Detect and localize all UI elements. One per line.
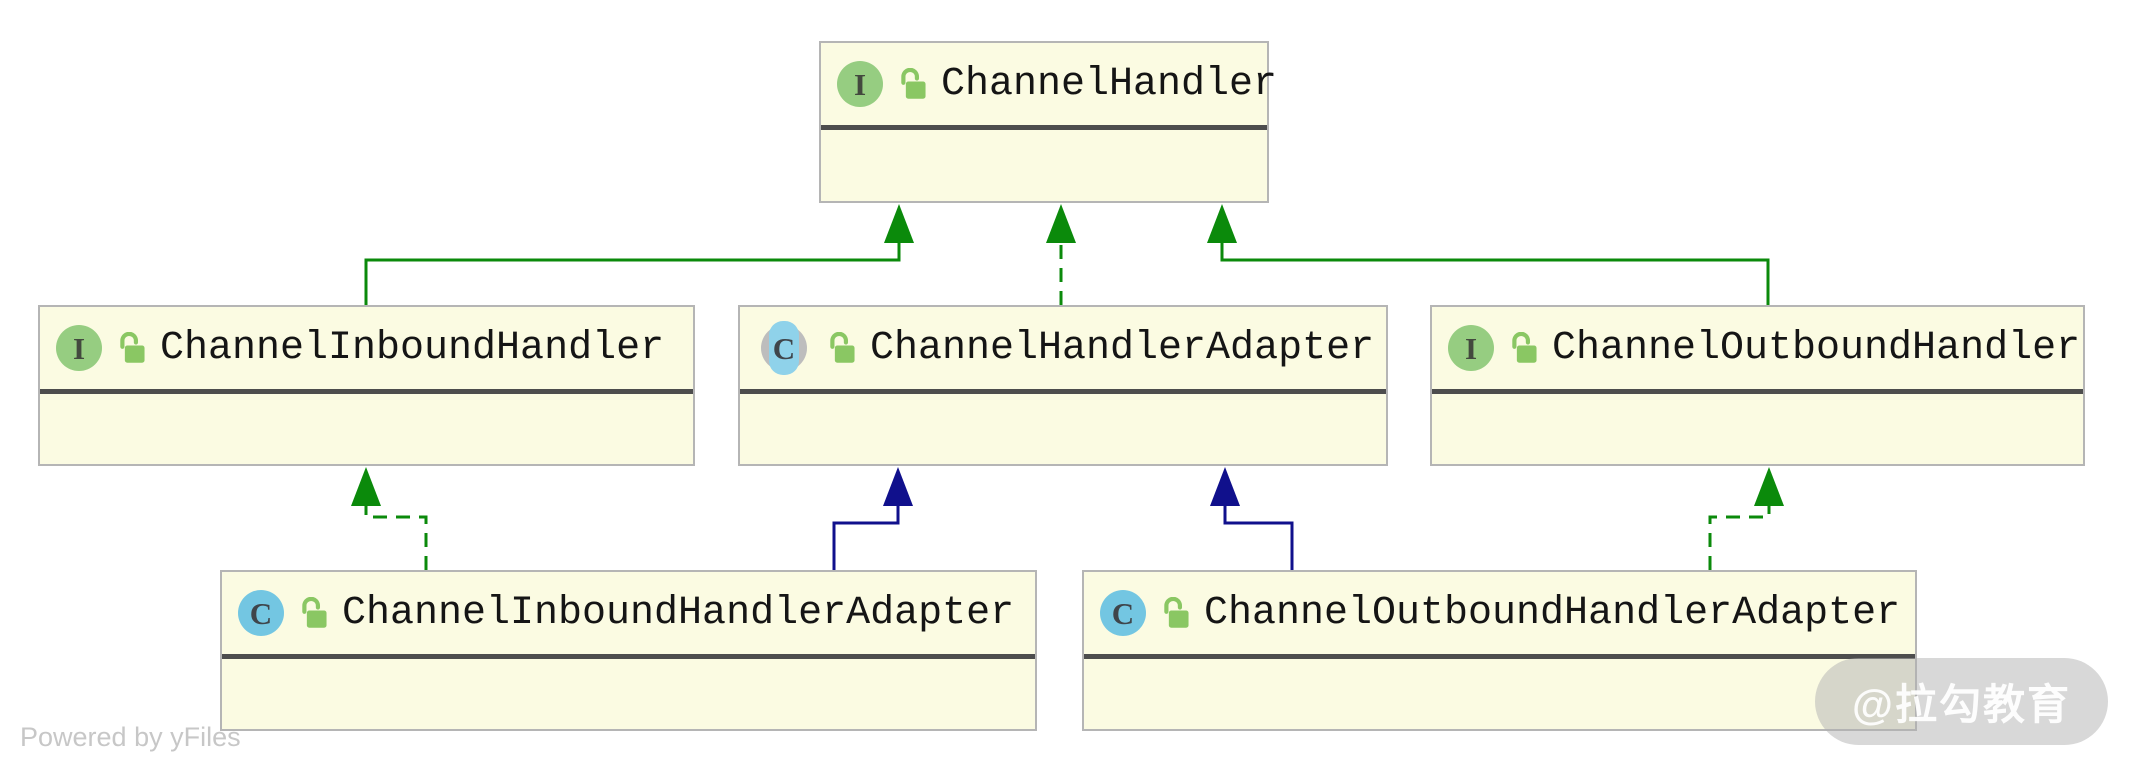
interface-icon: I [56, 325, 102, 371]
members-compartment [821, 130, 1267, 201]
uml-node-channelhandler[interactable]: I ChannelHandler [819, 41, 1277, 203]
node-title-row: C ChannelInboundHandlerAdapter [222, 572, 1035, 659]
node-label: ChannelOutboundHandlerAdapter [1204, 590, 1901, 636]
edge-handleradapter-implements-channelhandler[interactable] [1046, 204, 1076, 305]
edge-inboundhandler-extends-channelhandler[interactable] [364, 204, 914, 305]
node-label: ChannelHandler [941, 61, 1278, 107]
edge-outboundhandler-extends-channelhandler[interactable] [1207, 204, 1770, 305]
watermark-badge: @拉勾教育 [1815, 658, 2108, 745]
uml-node-channelhandleradapter[interactable]: C ChannelHandlerAdapter [738, 305, 1388, 466]
interface-icon: I [1448, 325, 1494, 371]
node-label: ChannelHandlerAdapter [870, 325, 1375, 371]
public-unlocked-icon [1160, 597, 1190, 629]
powered-by-yfiles-label: Powered by yFiles [20, 722, 241, 752]
class-icon: C [238, 590, 284, 636]
edge-inboundadapter-extends-handleradapter[interactable] [832, 467, 913, 570]
watermark-text: @拉勾教育 [1852, 681, 2071, 728]
members-compartment [40, 394, 693, 464]
abstract-class-icon: C [756, 321, 812, 375]
node-label: ChannelOutboundHandler [1552, 325, 2081, 371]
public-unlocked-icon [1508, 332, 1538, 364]
node-title-row: I ChannelInboundHandler [40, 307, 693, 394]
public-unlocked-icon [298, 597, 328, 629]
public-unlocked-icon [897, 68, 927, 100]
uml-node-channeloutboundhandleradapter[interactable]: C ChannelOutboundHandlerAdapter [1082, 570, 1917, 731]
node-title-row: C ChannelHandlerAdapter [740, 307, 1386, 394]
node-title-row: I ChannelOutboundHandler [1432, 307, 2083, 394]
public-unlocked-icon [116, 332, 146, 364]
uml-node-channelinboundhandleradapter[interactable]: C ChannelInboundHandlerAdapter [220, 570, 1037, 731]
uml-node-channelinboundhandler[interactable]: I ChannelInboundHandler [38, 305, 695, 466]
node-label: ChannelInboundHandlerAdapter [342, 590, 1015, 636]
node-label: ChannelInboundHandler [160, 325, 665, 371]
members-compartment [1432, 394, 2083, 464]
members-compartment [1084, 659, 1915, 729]
node-title-row: I ChannelHandler [821, 43, 1277, 130]
members-compartment [740, 394, 1386, 464]
edge-outboundadapter-extends-handleradapter[interactable] [1210, 467, 1294, 570]
edge-inboundadapter-implements-inboundhandler[interactable] [351, 467, 428, 570]
uml-node-channeloutboundhandler[interactable]: I ChannelOutboundHandler [1430, 305, 2085, 466]
node-title-row: C ChannelOutboundHandlerAdapter [1084, 572, 1915, 659]
edge-outboundadapter-implements-outboundhandler[interactable] [1708, 467, 1784, 570]
class-icon: C [1100, 590, 1146, 636]
public-unlocked-icon [826, 332, 856, 364]
members-compartment [222, 659, 1035, 729]
interface-icon: I [837, 61, 883, 107]
